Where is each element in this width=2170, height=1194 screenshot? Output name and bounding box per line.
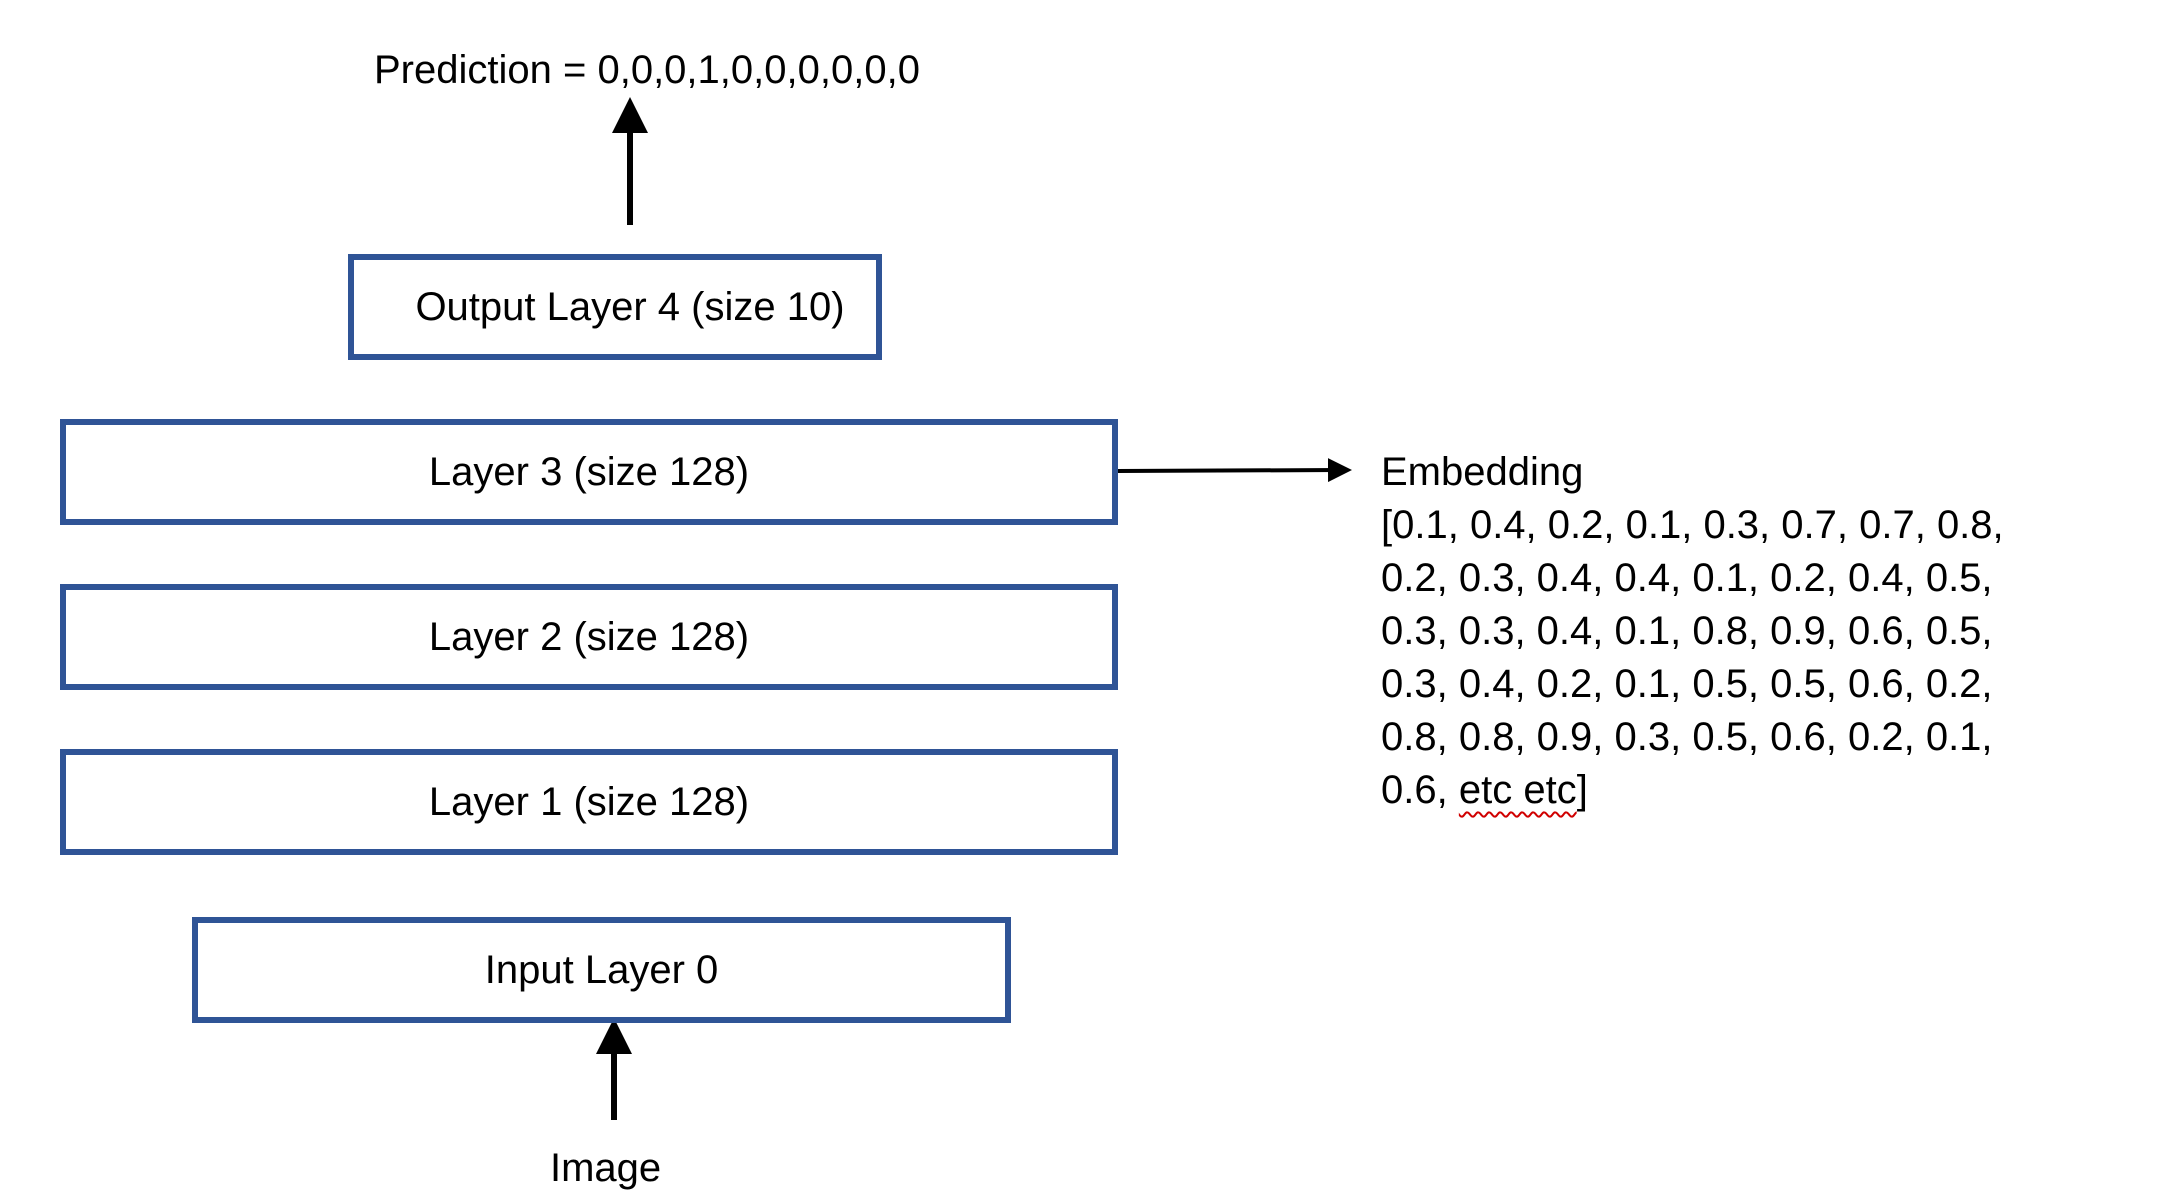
input-layer-box: Input Layer 0 bbox=[192, 917, 1011, 1023]
arrow-layer3-to-embedding bbox=[1117, 458, 1352, 483]
layer1-box: Layer 1 (size 128) bbox=[60, 749, 1118, 855]
embedding-etc-text: etc etc bbox=[1458, 768, 1577, 812]
embedding-line: 0.8, 0.8, 0.9, 0.3, 0.5, 0.6, 0.2, 0.1, bbox=[1381, 715, 1993, 759]
embedding-block: Embedding [0.1, 0.4, 0.2, 0.1, 0.3, 0.7,… bbox=[1381, 446, 2004, 817]
embedding-last-line: 0.6, etc etc] bbox=[1381, 764, 2004, 817]
output-layer-box: Output Layer 4 (size 10) bbox=[348, 254, 882, 360]
embedding-line: 0.2, 0.3, 0.4, 0.4, 0.1, 0.2, 0.4, 0.5, bbox=[1381, 556, 1993, 600]
embedding-last-suffix: ] bbox=[1576, 768, 1588, 812]
embedding-line: 0.3, 0.4, 0.2, 0.1, 0.5, 0.5, 0.6, 0.2, bbox=[1381, 662, 1993, 706]
embedding-line: [0.1, 0.4, 0.2, 0.1, 0.3, 0.7, 0.7, 0.8, bbox=[1381, 503, 2004, 547]
embedding-line: 0.3, 0.3, 0.4, 0.1, 0.8, 0.9, 0.6, 0.5, bbox=[1381, 609, 1993, 653]
layer2-box: Layer 2 (size 128) bbox=[60, 584, 1118, 690]
input-layer-label: Input Layer 0 bbox=[484, 947, 719, 992]
embedding-title: Embedding bbox=[1381, 450, 1584, 494]
output-layer-label: Output Layer 4 (size 10) bbox=[415, 284, 845, 329]
layer3-box: Layer 3 (size 128) bbox=[60, 419, 1118, 525]
layer1-label: Layer 1 (size 128) bbox=[428, 779, 750, 824]
layer2-label: Layer 2 (size 128) bbox=[428, 614, 750, 659]
prediction-label: Prediction = 0,0,0,1,0,0,0,0,0,0 bbox=[374, 48, 920, 92]
image-label: Image bbox=[550, 1146, 662, 1190]
layer3-label: Layer 3 (size 128) bbox=[428, 449, 750, 494]
embedding-last-prefix: 0.6, bbox=[1381, 768, 1459, 812]
